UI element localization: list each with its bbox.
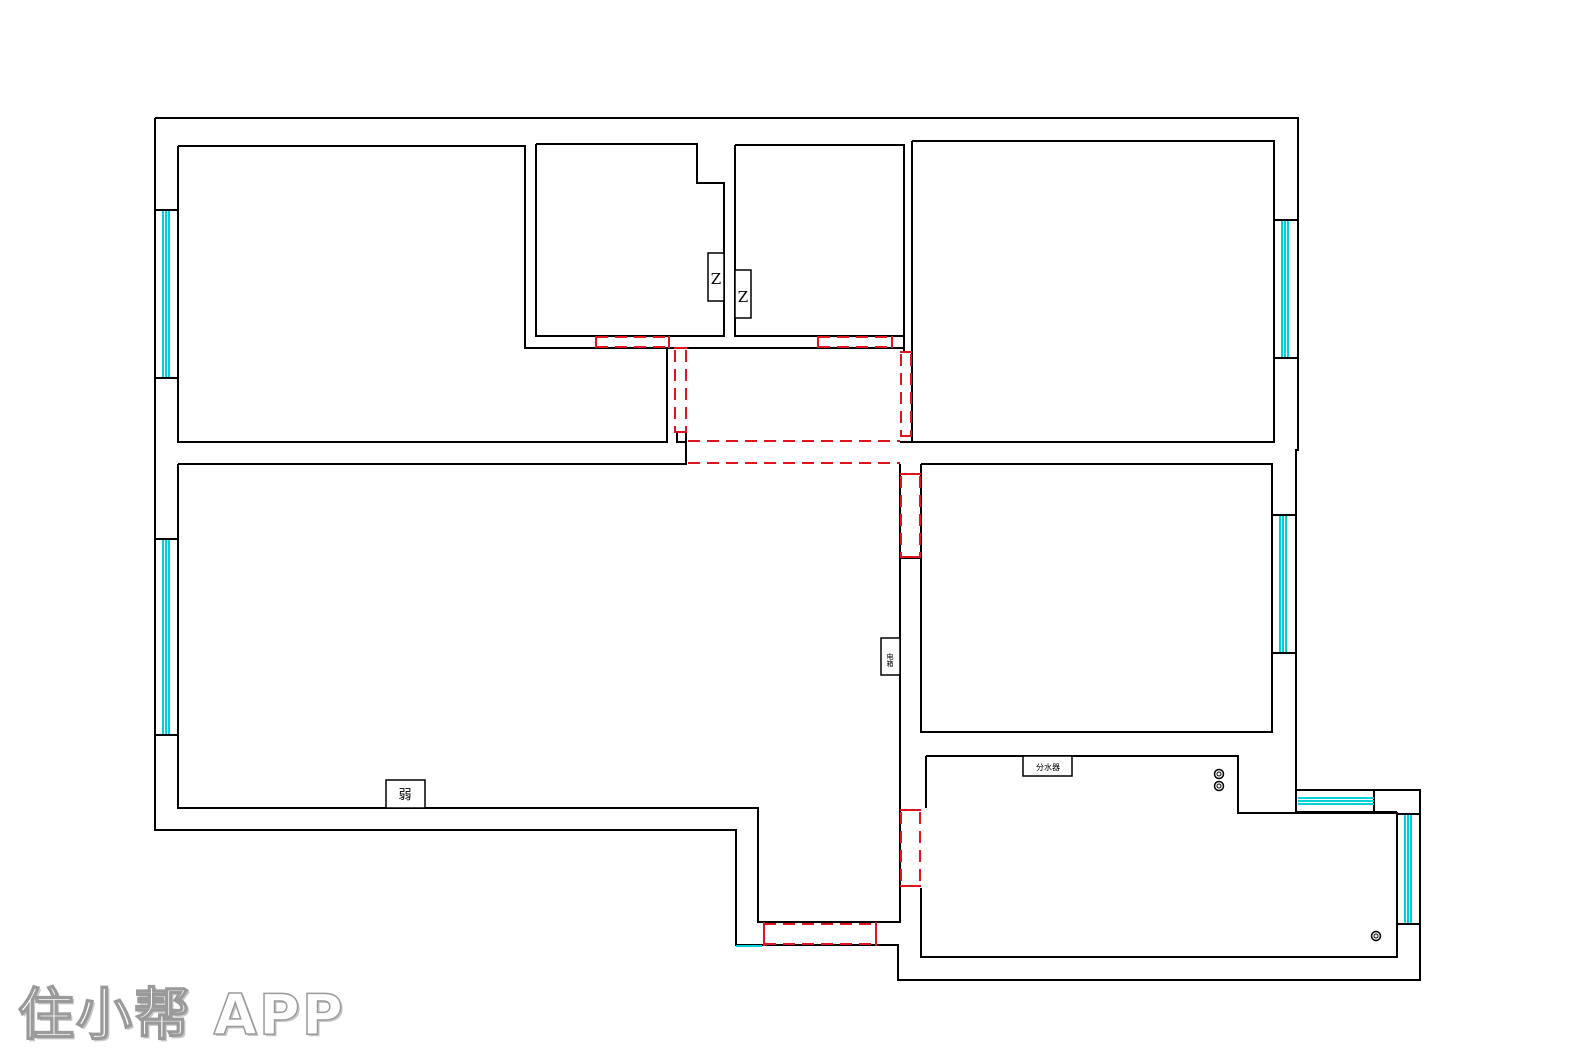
door-bedroom-east xyxy=(900,473,921,558)
shaft-1-label: Z xyxy=(711,270,721,288)
weak-current-box-label: 弱 xyxy=(398,788,411,803)
window-balcony-east xyxy=(1397,813,1420,925)
electrical-box-label: 电箱 xyxy=(886,652,894,668)
opening-corridor-living xyxy=(688,440,900,464)
door-entrance xyxy=(763,922,877,946)
door-kitchen xyxy=(900,809,921,887)
door-bedroom-northwest xyxy=(674,347,687,433)
door-bedroom-northeast xyxy=(900,351,912,437)
drain-pipes-kitchen xyxy=(1213,768,1225,792)
door-bathroom-left xyxy=(595,336,670,348)
room-bathroom-north-left xyxy=(535,143,725,337)
window-balcony-north xyxy=(1298,797,1374,805)
corridor-walls xyxy=(899,336,1397,922)
floor-drain-balcony xyxy=(1370,930,1382,942)
room-kitchen xyxy=(920,755,1398,958)
electrical-box: 电箱 xyxy=(880,637,901,676)
window-east-upper xyxy=(1274,219,1298,359)
room-living-dining xyxy=(177,431,901,923)
shaft-1: Z xyxy=(707,252,725,302)
window-east-middle xyxy=(1272,514,1296,654)
shaft-2-label: Z xyxy=(738,288,748,306)
water-manifold-label: 分水器 xyxy=(1036,762,1060,772)
water-manifold: 分水器 xyxy=(1022,755,1073,777)
app-watermark: 住小帮 APP xyxy=(17,982,345,1049)
room-bedroom-northwest xyxy=(177,145,668,443)
door-bathroom-right xyxy=(817,336,893,348)
room-bedroom-northeast xyxy=(911,140,1275,443)
outer-wall xyxy=(154,117,1421,981)
shaft-2: Z xyxy=(734,269,752,319)
room-bathroom-north-right xyxy=(734,144,905,337)
window-west-upper xyxy=(155,209,178,379)
weak-current-box: 弱 xyxy=(385,779,426,809)
window-west-lower xyxy=(155,538,178,736)
room-bedroom-east xyxy=(920,463,1273,733)
